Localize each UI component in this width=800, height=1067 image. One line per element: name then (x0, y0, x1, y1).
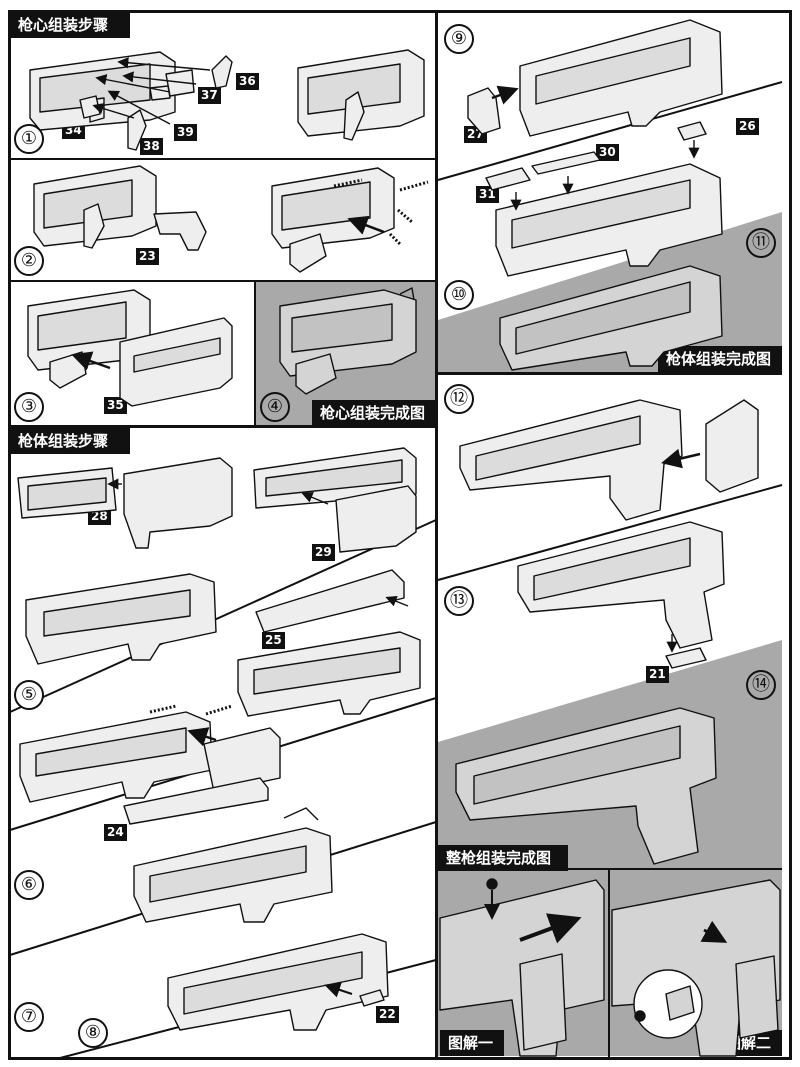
divider-step3-4 (254, 280, 256, 426)
step12-gun-and-grip (459, 399, 759, 521)
part-tag-38: 38 (140, 138, 163, 155)
part-tag-30: 30 (596, 144, 619, 161)
step4-core-assembled (279, 287, 417, 395)
part-tag-24: 24 (104, 824, 127, 841)
step2-core-frame-springs (271, 167, 429, 273)
step6-body-and-slide (19, 704, 281, 825)
step-number-2: ② (14, 246, 44, 276)
part-tag-23: 23 (136, 248, 159, 265)
part-tag-22: 22 (376, 1006, 399, 1023)
divider-diagram1-2 (608, 868, 610, 1058)
divider-core-body (8, 425, 436, 428)
body-complete-caption: 枪体组装完成图 (658, 346, 782, 372)
core-assembly-title: 枪心组装步骤 (10, 12, 130, 38)
step-number-8: ⑧ (78, 1018, 108, 1048)
part-tag-21: 21 (646, 666, 669, 683)
step-number-5: ⑤ (14, 680, 44, 710)
step-number-10: ⑩ (444, 280, 474, 310)
divider-right-11-12 (436, 372, 782, 375)
step2-core-frame (33, 165, 207, 251)
step7-gun-assembled (133, 807, 333, 923)
part-tag-39: 39 (174, 124, 197, 141)
step5-slide-and-body (237, 569, 421, 717)
step8-gun-assembled (167, 933, 389, 1031)
step-number-9: ⑨ (444, 24, 474, 54)
diagram1-detail (439, 878, 605, 1057)
step-number-4: ④ (260, 392, 290, 422)
part-tag-26: 26 (736, 118, 759, 135)
step3-core-and-cover (27, 289, 233, 407)
part-tag-35: 35 (104, 397, 127, 414)
diagram2-detail (611, 879, 781, 1057)
step-number-3: ③ (14, 392, 44, 422)
step-number-14: ⑭ (746, 670, 776, 700)
step-number-11: ⑪ (746, 228, 776, 258)
step1-core-frame-exploded (29, 51, 233, 151)
divider-step2-3 (8, 280, 436, 282)
step-number-7: ⑦ (14, 1002, 44, 1032)
step13-gun-with-grip (517, 521, 725, 669)
step10-slide-parts (485, 121, 723, 277)
instruction-sheet-frame (8, 10, 792, 1060)
divider-vertical-main (435, 10, 438, 1060)
part-tag-36: 36 (236, 73, 259, 90)
divider-step1-2 (8, 158, 436, 160)
part-tag-25: 25 (262, 632, 285, 649)
part-tag-37: 37 (198, 87, 221, 104)
step14-final-gun (455, 707, 717, 865)
step11-upper-assembled (499, 265, 723, 371)
step-number-6: ⑥ (14, 870, 44, 900)
step1-core-frame-assembled (297, 49, 425, 141)
step5-gun-body (25, 573, 217, 665)
body-assembly-title: 枪体组装步骤 (10, 428, 130, 454)
final-assembly-title: 整枪组装完成图 (438, 845, 568, 871)
part-tag-29: 29 (312, 544, 335, 561)
step5-frame-halves (17, 447, 417, 553)
diagram1-caption: 图解一 (440, 1030, 504, 1056)
step9-slide-front (467, 19, 723, 137)
step-number-13: ⑬ (444, 586, 474, 616)
step-number-12: ⑫ (444, 384, 474, 414)
core-complete-caption: 枪心组装完成图 (312, 400, 436, 426)
